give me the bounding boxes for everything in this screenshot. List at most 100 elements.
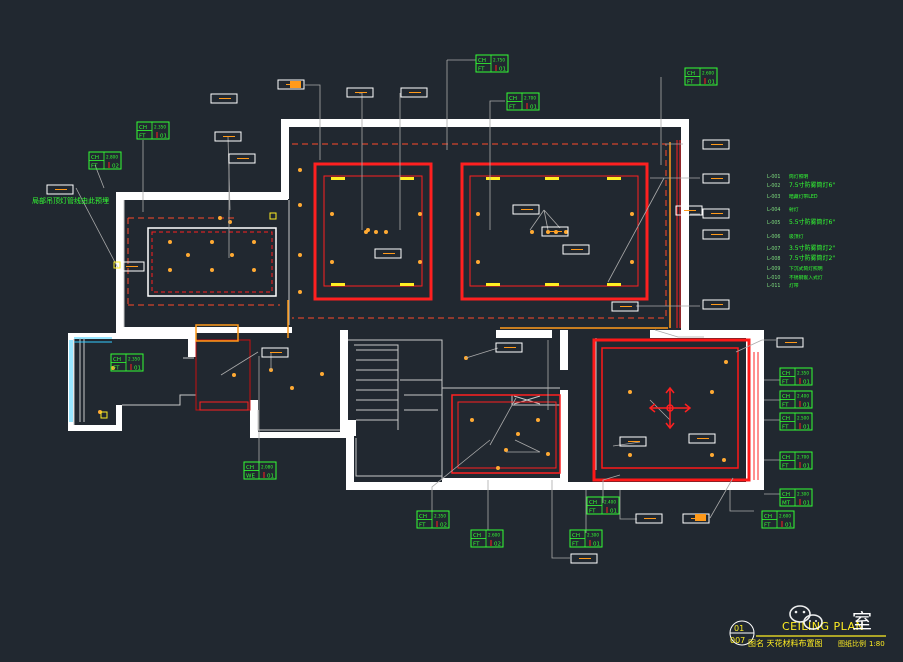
- downlight-icon: [504, 448, 508, 452]
- downlight-icon: [330, 212, 334, 216]
- tag-elevation: 2.350: [128, 357, 140, 362]
- downlight-icon: [470, 418, 474, 422]
- tag-ch: CH: [139, 125, 147, 131]
- reference-box: [702, 229, 730, 240]
- tag-ch: CH: [419, 514, 427, 520]
- downlight-icon: [476, 212, 480, 216]
- tag-ft: FT: [782, 425, 789, 431]
- downlight-icon: [111, 366, 115, 370]
- legend-text: 7.5寸防雾筒灯2": [789, 254, 835, 262]
- tag-number: 02: [494, 542, 501, 548]
- tag-elevation: 2.600: [779, 514, 791, 519]
- tag-ch: CH: [572, 533, 580, 539]
- legend-code: L-008: [767, 256, 780, 262]
- ceiling-coves: [147, 162, 751, 482]
- legend-text: 灯带: [789, 282, 799, 289]
- leader-lines: [75, 59, 780, 559]
- tag-ft: FT: [764, 523, 771, 529]
- downlight-icon: [298, 290, 302, 294]
- reference-box: [675, 205, 703, 216]
- tag-number: 01: [803, 464, 810, 470]
- reference-box: [214, 131, 242, 142]
- tag-number: 02: [112, 164, 119, 170]
- downlight-icon: [564, 230, 568, 234]
- downlight-icon: [384, 230, 388, 234]
- tag-elevation: 2.300: [797, 492, 809, 497]
- downlight-icon: [298, 203, 302, 207]
- switch-marker: [269, 212, 277, 220]
- tag-elevation: 2.600: [488, 533, 500, 538]
- downlight-icon: [546, 230, 550, 234]
- downlight-icon: [320, 372, 324, 376]
- tag-ch: CH: [764, 514, 772, 520]
- downlight-icon: [252, 268, 256, 272]
- downlight-icon: [710, 390, 714, 394]
- downlight-icon: [418, 260, 422, 264]
- reference-box: [374, 248, 402, 259]
- legend-item: L-003 暗藏灯带LED: [767, 193, 818, 200]
- tag-elevation: 2.800: [106, 155, 118, 160]
- tag-ch: CH: [782, 394, 790, 400]
- legend-code: L-011: [767, 283, 780, 289]
- tag-elevation: 2.750: [493, 58, 505, 63]
- left-note: 局部吊顶灯管线由此预埋: [32, 196, 109, 205]
- downlight-icon: [546, 452, 550, 456]
- reference-box: [261, 347, 289, 358]
- reference-boxes: [46, 79, 804, 564]
- legend-text: 不锈钢嵌入式灯: [789, 274, 823, 281]
- tag-ft: FT: [113, 366, 120, 372]
- legend-text: 5.5寸防雾筒灯6": [789, 218, 835, 226]
- tag-ft: FT: [782, 380, 789, 386]
- legend-item: L-007 3.5寸防雾筒灯2": [767, 244, 835, 252]
- sheet-number-bottom: 007: [730, 636, 745, 645]
- tag-ch: CH: [687, 71, 695, 77]
- downlight-icon: [330, 260, 334, 264]
- tag-number: 01: [803, 501, 810, 507]
- legend-code: L-006: [767, 234, 780, 240]
- tag-ft: FT: [687, 80, 694, 86]
- sheet-number-top: 01: [734, 624, 744, 633]
- downlight-icon: [366, 228, 370, 232]
- downlight-icon: [210, 268, 214, 272]
- downlight-icon: [516, 432, 520, 436]
- tag-elevation: 2.300: [587, 533, 599, 538]
- downlight-icon: [290, 386, 294, 390]
- downlight-icon: [186, 253, 190, 257]
- downlight-icon: [418, 212, 422, 216]
- tag-ft: FT: [139, 134, 146, 140]
- scale-label: 图纸比例: [838, 639, 866, 648]
- tag-ft: FT: [91, 164, 98, 170]
- legend-code: L-007: [767, 246, 780, 252]
- tag-ch: CH: [589, 500, 597, 506]
- downlight-icon: [724, 360, 728, 364]
- downlight-icon: [168, 268, 172, 272]
- tag-elevation: 2.500: [797, 416, 809, 421]
- legend-code: L-001: [767, 174, 780, 180]
- reference-box: [228, 153, 256, 164]
- legend-text: 暗藏灯带LED: [789, 193, 818, 200]
- legend-code: L-003: [767, 194, 780, 200]
- legend-text: 7.5寸防雾筒灯6": [789, 181, 835, 189]
- tag-elevation: 2.700: [797, 455, 809, 460]
- tag-number: 01: [530, 105, 537, 111]
- orange-details: [195, 142, 671, 342]
- orange-marker: [695, 514, 706, 521]
- switch-marker: [100, 411, 108, 419]
- tag-ft: MT: [782, 501, 791, 507]
- legend-text: 3.5寸防雾筒灯2": [789, 244, 835, 252]
- tag-number: 01: [134, 366, 141, 372]
- watermark-char: 室: [852, 609, 872, 633]
- tag-number: 01: [267, 474, 274, 480]
- reference-box: [512, 204, 540, 215]
- downlight-icon: [496, 466, 500, 470]
- downlight-icon: [476, 260, 480, 264]
